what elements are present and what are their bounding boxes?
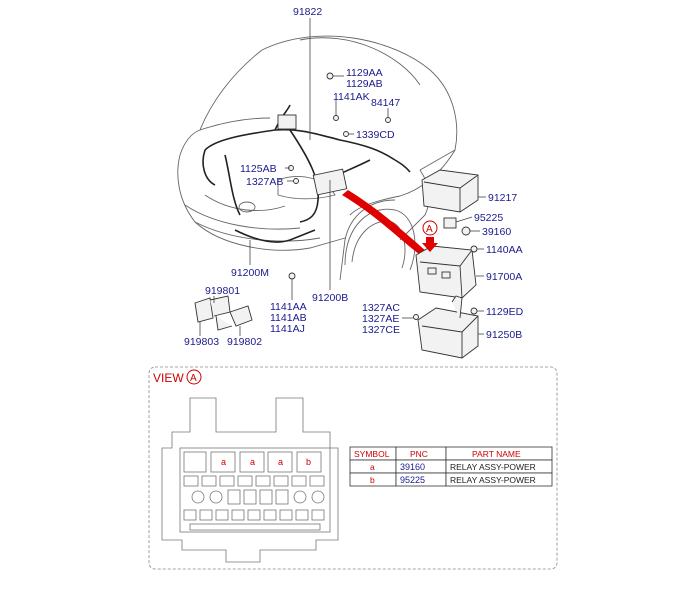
table-row-2-pnc: 95225 xyxy=(400,475,425,485)
slot-a-2: a xyxy=(250,457,255,467)
relay-table: SYMBOL PNC PART NAME a 39160 RELAY ASSY-… xyxy=(349,446,553,487)
table-header-part-name: PART NAME xyxy=(472,449,521,459)
label-91250B: 91250B xyxy=(486,329,522,341)
label-919803: 919803 xyxy=(184,336,219,348)
label-91200M: 91200M xyxy=(231,267,269,279)
view-a-panel: VIEW A a a a b xyxy=(148,366,558,570)
label-1141AK: 1141AK xyxy=(333,91,370,103)
label-1327CE: 1327CE xyxy=(362,324,400,336)
table-row-2-symbol: b xyxy=(370,475,375,485)
label-1141AB: 1141AB xyxy=(270,312,307,324)
label-91822: 91822 xyxy=(293,6,322,18)
label-1129AB: 1129AB xyxy=(346,78,383,90)
table-row-1-part-name: RELAY ASSY-POWER xyxy=(450,462,536,472)
label-1141AA: 1141AA xyxy=(270,301,307,313)
label-1141AJ: 1141AJ xyxy=(270,323,305,335)
label-1129AA: 1129AA xyxy=(346,67,383,79)
label-91217: 91217 xyxy=(488,192,517,204)
view-frame xyxy=(148,366,558,570)
view-marker-circle xyxy=(186,369,202,385)
label-91200B: 91200B xyxy=(312,292,348,304)
view-title: VIEW xyxy=(153,371,184,385)
label-919801: 919801 xyxy=(205,285,240,297)
label-1327AC: 1327AC xyxy=(362,302,400,314)
wiring-harness xyxy=(202,104,411,243)
table-row-2-part-name: RELAY ASSY-POWER xyxy=(450,475,536,485)
label-84147: 84147 xyxy=(371,97,400,109)
view-arrow: A xyxy=(422,220,438,252)
view-marker-label: A xyxy=(190,373,197,384)
label-1327AB: 1327AB xyxy=(246,176,283,188)
slot-b: b xyxy=(306,457,311,467)
table-row-1-symbol: a xyxy=(370,462,375,472)
label-39160: 39160 xyxy=(482,226,511,238)
leader-lines xyxy=(199,18,486,336)
slot-a-1: a xyxy=(221,457,226,467)
part-number-labels: 91822 1129AA 1129AB 1141AK 84147 1339CD … xyxy=(184,6,524,348)
fusebox-top-view: a a a b xyxy=(161,397,339,563)
arrow-marker-label: A xyxy=(426,224,433,235)
label-95225: 95225 xyxy=(474,212,503,224)
label-919802: 919802 xyxy=(227,336,262,348)
label-1125AB: 1125AB xyxy=(240,163,277,175)
slot-a-3: a xyxy=(278,457,283,467)
label-91700A: 91700A xyxy=(486,271,522,283)
label-1327AE: 1327AE xyxy=(362,313,399,325)
table-header-symbol: SYMBOL xyxy=(354,449,390,459)
label-1140AA: 1140AA xyxy=(486,244,523,256)
leader-to-fusebox xyxy=(342,190,427,255)
label-1339CD: 1339CD xyxy=(356,129,395,141)
label-1129ED: 1129ED xyxy=(486,306,524,318)
table-header-pnc: PNC xyxy=(410,449,428,459)
table-row-1-pnc: 39160 xyxy=(400,462,425,472)
parts xyxy=(194,72,479,359)
